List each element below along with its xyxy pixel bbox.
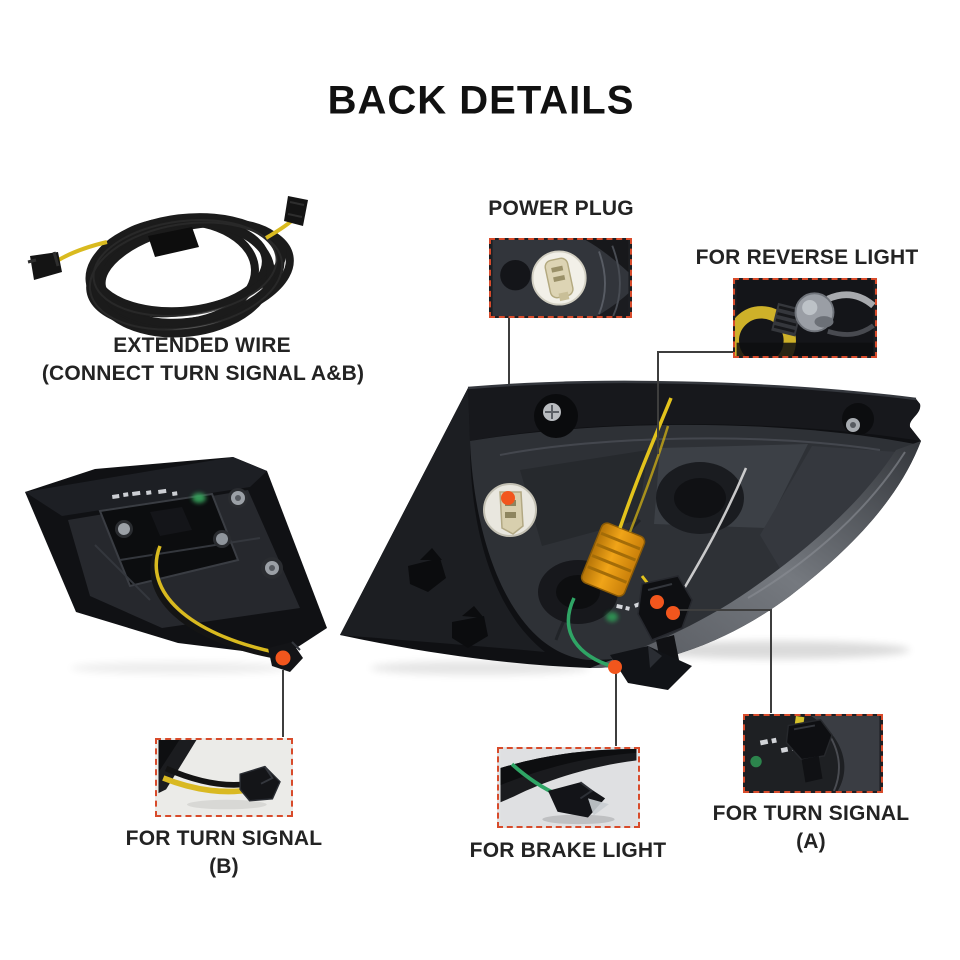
brake-light-inset-photo	[500, 749, 637, 826]
screw-boss-right	[842, 403, 874, 435]
callout-line-reverse-light	[657, 351, 733, 454]
page-title: BACK DETAILS	[327, 78, 635, 123]
main-tail-light-photo	[340, 380, 921, 690]
molded-markings-small	[111, 488, 178, 499]
wire-connector-right	[284, 196, 308, 226]
inset-power-plug	[489, 238, 632, 318]
label-turn-signal-b-line2: (B)	[209, 855, 239, 878]
reverse-light-inset-photo	[735, 280, 875, 356]
turn-signal-b-wire	[150, 546, 273, 658]
label-reverse-light: FOR REVERSE LIGHT	[695, 246, 919, 269]
green-indicator-dot-main	[606, 612, 618, 622]
label-turn-signal-b-line1: FOR TURN SIGNAL	[125, 827, 323, 850]
power-plug-inset-photo	[492, 240, 629, 316]
fastener-clips	[408, 548, 488, 648]
marker-dot-brake-light	[608, 660, 622, 674]
label-power-plug: POWER PLUG	[488, 197, 634, 220]
green-indicator-dot-small	[192, 493, 206, 503]
brake-bulb-socket	[610, 646, 692, 690]
inset-reverse-light	[733, 278, 877, 358]
screws-small-housing	[115, 488, 283, 579]
inset-turn-signal-a	[743, 714, 883, 793]
load-resistor	[580, 522, 646, 597]
inset-brake-light	[497, 747, 640, 828]
inset-turn-signal-b	[155, 738, 293, 817]
small-tail-light-photo	[25, 457, 327, 672]
extended-wire-photo	[27, 196, 308, 338]
resistor-yellow-wire	[618, 397, 673, 529]
marker-dot-turn-signal-a2	[666, 606, 680, 620]
callout-line-turn-signal-a	[676, 609, 772, 713]
label-extended-wire-line1: EXTENDED WIRE	[113, 334, 291, 357]
label-turn-signal-a-line2: (A)	[796, 830, 826, 853]
turn-signal-b-inset-photo	[158, 740, 290, 815]
brake-green-wire	[566, 597, 615, 669]
label-extended-wire-line2: (CONNECT TURN SIGNAL A&B)	[41, 362, 365, 385]
marker-dot-turn-signal-b	[275, 650, 291, 666]
screw-boss-left	[534, 394, 578, 438]
coil-tie-wrap	[148, 227, 199, 257]
label-turn-signal-a-line1: FOR TURN SIGNAL	[712, 802, 910, 825]
label-brake-light: FOR BRAKE LIGHT	[469, 839, 667, 862]
marker-dot-turn-signal-a1	[650, 595, 664, 609]
wire-connector-left	[27, 251, 62, 280]
marker-dot-power-plug	[501, 491, 515, 505]
turn-signal-a-inset-photo	[746, 716, 880, 791]
